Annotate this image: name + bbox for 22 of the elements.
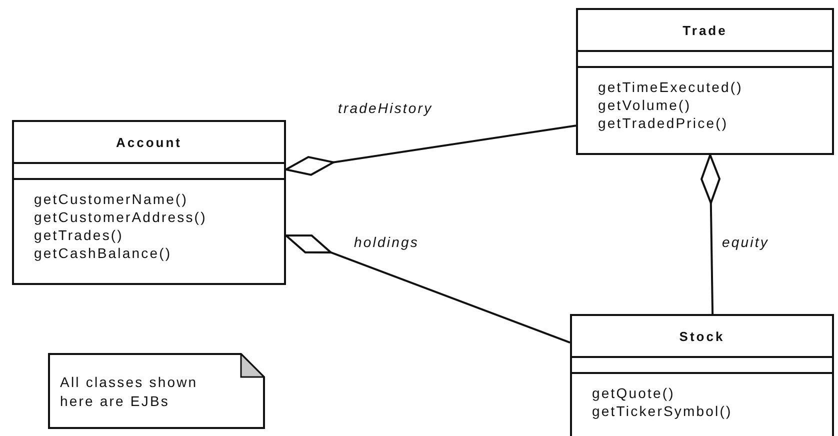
method-signature: getQuote() [592, 384, 676, 402]
method-signature: getCustomerAddress() [34, 208, 208, 226]
method-signature: getTickerSymbol() [592, 402, 734, 420]
method-signature: getVolume() [598, 96, 692, 114]
aggregation-line [700, 154, 721, 314]
edge-label: tradeHistory [336, 100, 435, 116]
edge-label: equity [720, 234, 771, 250]
note [48, 353, 265, 429]
class-name: Account [116, 134, 182, 150]
method-signature: getCustomerName() [34, 190, 190, 208]
class-box [12, 120, 286, 285]
method-signature: getTimeExecuted() [598, 78, 744, 96]
method-signature: getTrades() [34, 226, 124, 244]
method-signature: getTradedPrice() [598, 114, 730, 132]
class-name: Stock [679, 328, 725, 344]
class-name: Trade [682, 22, 728, 38]
aggregation-line [285, 234, 570, 344]
method-signature: getCashBalance() [34, 244, 173, 262]
class-box [576, 8, 834, 155]
note-text: All classes shown here are EJBs [60, 373, 199, 411]
aggregation-line [285, 124, 576, 176]
class-box [570, 314, 834, 436]
